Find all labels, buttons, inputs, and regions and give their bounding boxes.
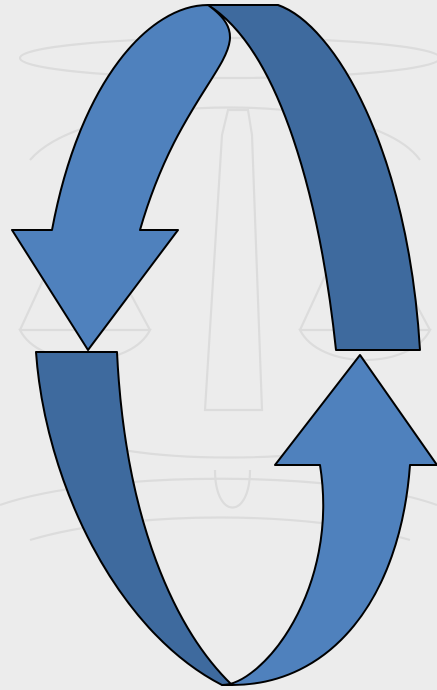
cycle-diagram [0,0,437,690]
